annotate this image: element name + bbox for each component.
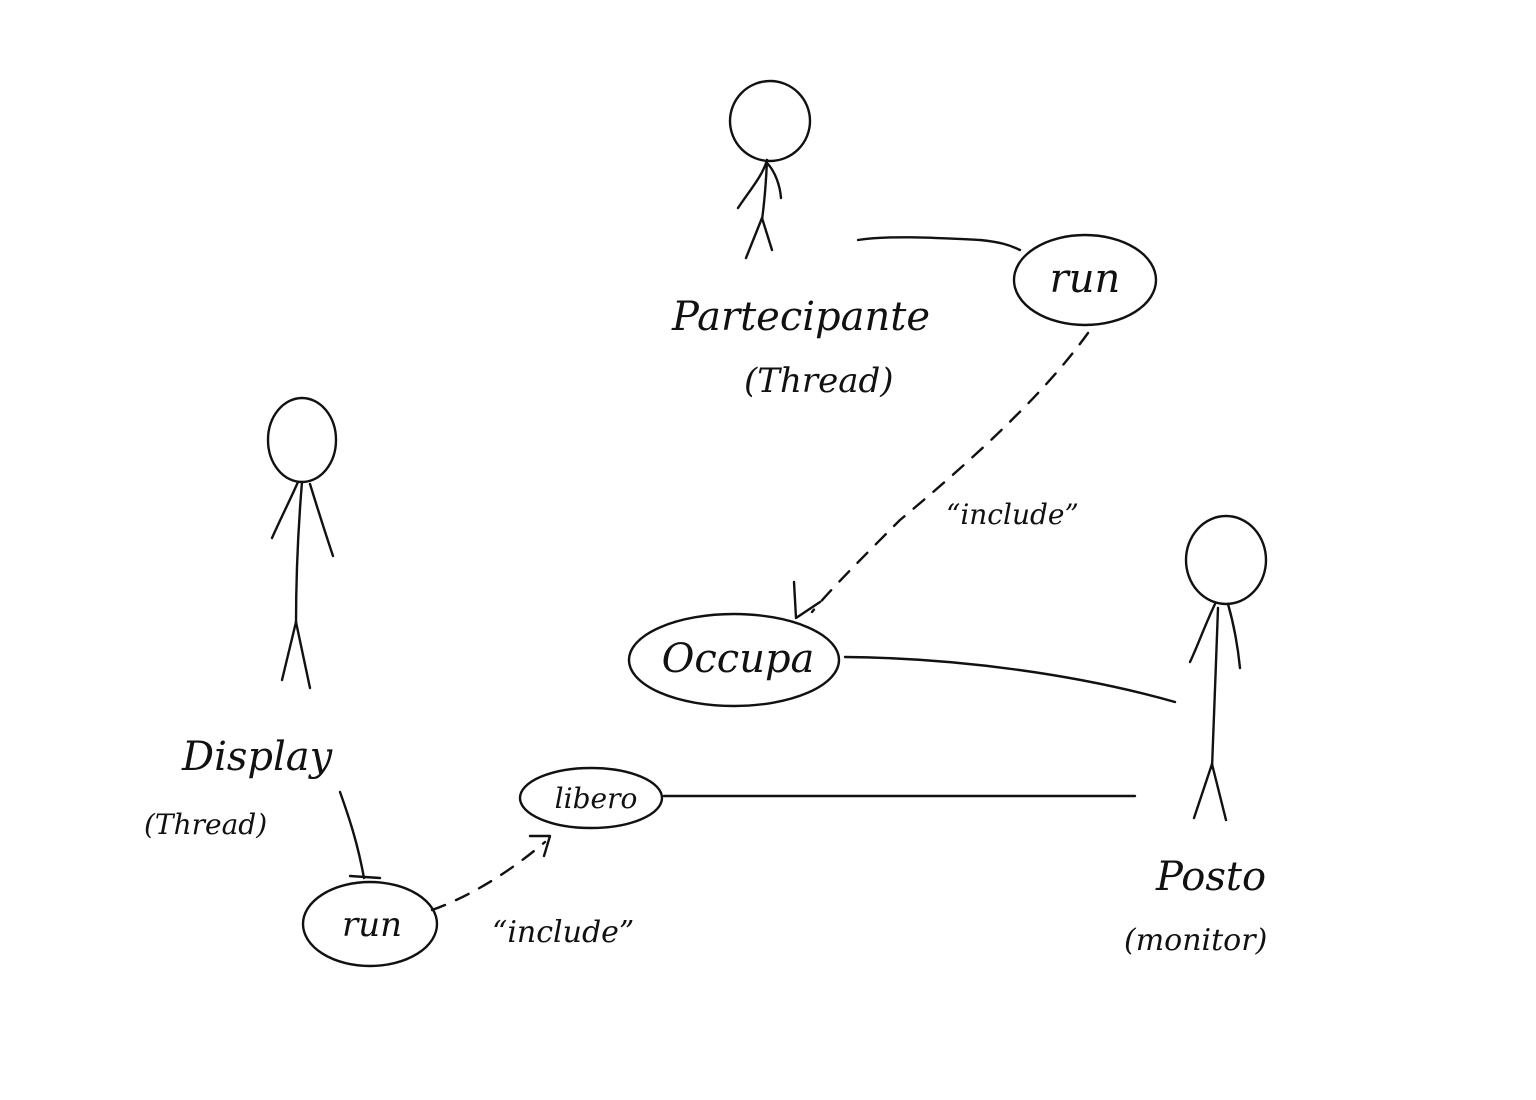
actor-partecipante-name: Partecipante xyxy=(671,294,930,340)
use-case-occupa-label: Occupa xyxy=(662,636,815,682)
use-case-run-top-label: run xyxy=(1050,256,1121,302)
use-case-run-top: run xyxy=(1012,233,1158,327)
include-run-libero: “include” xyxy=(430,834,634,950)
include-run-libero-arrowhead-icon xyxy=(528,834,552,858)
use-case-libero: libero xyxy=(518,766,664,830)
association-partecipante-run xyxy=(856,236,1022,252)
include-run-occupa-arrowhead-icon xyxy=(792,580,822,620)
use-case-run-bottom-label: run xyxy=(342,905,402,945)
stick-figure-posto-icon xyxy=(1184,514,1268,822)
actor-partecipante: Partecipante (Thread) xyxy=(671,79,930,401)
stick-figure-display-icon xyxy=(266,396,338,690)
actor-display: Display (Thread) xyxy=(144,396,338,841)
use-case-run-bottom: run xyxy=(301,880,439,968)
stick-figure-partecipante-icon xyxy=(728,79,812,260)
include-run-occupa-label: “include” xyxy=(946,498,1079,531)
actor-partecipante-stereotype: (Thread) xyxy=(744,361,894,401)
use-case-occupa: Occupa xyxy=(627,612,841,708)
actor-display-name: Display xyxy=(181,734,334,780)
include-run-libero-label: “include” xyxy=(492,915,634,950)
use-case-libero-label: libero xyxy=(555,782,638,815)
include-run-occupa: “include” xyxy=(792,331,1090,620)
include-run-occupa-line xyxy=(810,331,1090,614)
actor-posto-name: Posto xyxy=(1155,854,1266,900)
association-occupa-posto xyxy=(843,655,1177,704)
actor-posto: Posto (monitor) xyxy=(1124,514,1268,958)
actor-display-stereotype: (Thread) xyxy=(144,808,267,841)
actor-posto-stereotype: (monitor) xyxy=(1124,923,1267,958)
association-display-run xyxy=(338,790,382,880)
include-run-libero-line xyxy=(430,840,547,912)
